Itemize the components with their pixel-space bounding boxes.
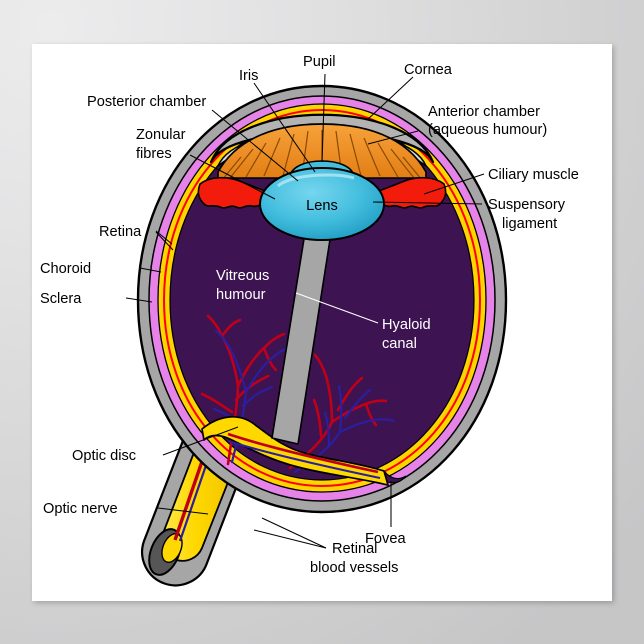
leader-sclera xyxy=(125,297,153,303)
optic-disc-region xyxy=(201,416,389,486)
label-sclera: Sclera xyxy=(40,291,82,307)
leader-retina xyxy=(155,230,173,245)
vessel-tree-right-vein xyxy=(293,384,396,474)
leader-retina-2 xyxy=(155,231,174,251)
label-retina: Retina xyxy=(99,224,142,240)
eye-diagram-svg: Lens xyxy=(40,54,579,587)
label-iris: Iris xyxy=(239,68,258,84)
label-hyaloid-canal-line1: Hyaloid xyxy=(382,317,431,333)
leader-retinal-vessels-1 xyxy=(261,517,327,549)
leader-iris xyxy=(253,82,316,173)
label-ciliary-muscle: Ciliary muscle xyxy=(488,167,579,183)
label-anterior-chamber-line2: (aqueous humour) xyxy=(428,122,547,138)
leader-cornea xyxy=(366,76,414,121)
leader-ciliary-muscle xyxy=(423,173,485,195)
retina-inner-line xyxy=(162,108,482,488)
label-pupil: Pupil xyxy=(303,54,335,70)
label-optic-disc: Optic disc xyxy=(72,448,136,464)
label-zonular-fibres-line2: fibres xyxy=(136,146,172,162)
leader-choroid xyxy=(139,267,162,273)
label-vitreous-humour-line1: Vitreous xyxy=(216,268,269,284)
labels-group: Pupil Iris Cornea Posterior chamber Ante… xyxy=(40,54,579,576)
vessel-tree-right-artery xyxy=(288,353,388,470)
eye-diagram: Lens xyxy=(32,44,612,601)
label-retinal-blood-vessels-line1: Retinal xyxy=(332,541,377,557)
leader-zonular-fibres xyxy=(189,154,276,200)
optic-disc-vessel-red xyxy=(227,432,379,474)
label-cornea: Cornea xyxy=(404,62,453,78)
vessel-tree-left-artery xyxy=(200,314,286,466)
leader-hyaloid-canal xyxy=(295,292,379,324)
poster-panel: Lens xyxy=(32,44,612,601)
lens xyxy=(259,167,385,241)
label-zonular-fibres-line1: Zonular xyxy=(136,127,186,143)
leader-anterior-chamber xyxy=(367,130,419,145)
leader-optic-nerve xyxy=(157,507,209,515)
leader-posterior-chamber xyxy=(211,109,299,182)
label-retinal-blood-vessels-line2: blood vessels xyxy=(310,560,398,576)
label-suspensory-ligament-line2: ligament xyxy=(502,216,557,232)
ciliary-muscle-right xyxy=(371,176,447,209)
label-fovea: Fovea xyxy=(365,531,406,547)
label-optic-nerve: Optic nerve xyxy=(43,501,118,517)
label-vitreous-humour-line2: humour xyxy=(216,287,266,303)
label-anterior-chamber-line1: Anterior chamber xyxy=(428,104,540,120)
label-posterior-chamber: Posterior chamber xyxy=(87,94,206,110)
label-choroid: Choroid xyxy=(40,261,91,277)
leader-lines xyxy=(125,73,485,549)
optic-disc-yellow xyxy=(201,416,389,486)
retinal-blood-vessels-group xyxy=(200,314,396,474)
leader-pupil xyxy=(321,73,326,163)
leader-suspensory-ligament xyxy=(372,201,483,205)
optic-disc-vessel-blue xyxy=(227,439,381,480)
leader-retinal-vessels-2 xyxy=(253,529,327,549)
label-hyaloid-canal-line2: canal xyxy=(382,336,417,352)
leader-optic-disc xyxy=(162,426,239,456)
lens-highlight xyxy=(276,173,355,188)
label-suspensory-ligament-line1: Suspensory xyxy=(488,197,566,213)
label-lens: Lens xyxy=(306,198,338,214)
